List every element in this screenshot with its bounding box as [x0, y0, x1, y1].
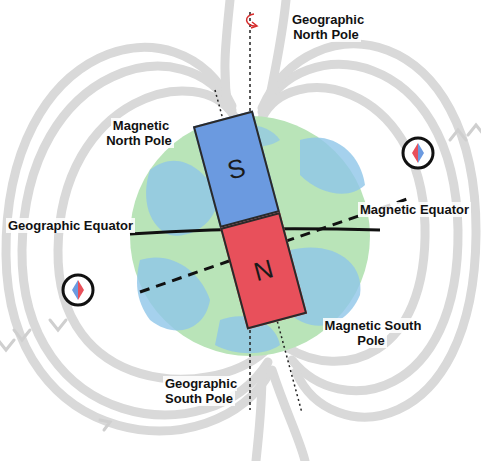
field-arrows [0, 20, 481, 430]
label-text: Geographic Equator [6, 218, 135, 233]
label-text: Magnetic North Pole [106, 118, 174, 148]
diagram-label: Magnetic South Pole [322, 318, 422, 348]
rotation-arrow [247, 14, 257, 28]
compass [63, 275, 93, 305]
diagram-label: Magnetic North Pole [92, 118, 188, 148]
compass [403, 138, 433, 168]
label-text: Magnetic South Pole [323, 318, 422, 348]
pole-letter: N [251, 253, 277, 288]
diagram-label: Geographic Equator [6, 218, 135, 233]
diagram-label: Geographic South Pole [150, 376, 250, 406]
pole-letter: S [224, 152, 249, 186]
label-text: Geographic North Pole [290, 12, 364, 42]
diagram-label: Magnetic Equator [358, 202, 471, 217]
field-lines [6, 0, 476, 461]
label-text: Magnetic Equator [358, 202, 471, 217]
label-text: Geographic South Pole [163, 376, 237, 406]
diagram-label: Geographic North Pole [272, 12, 382, 42]
